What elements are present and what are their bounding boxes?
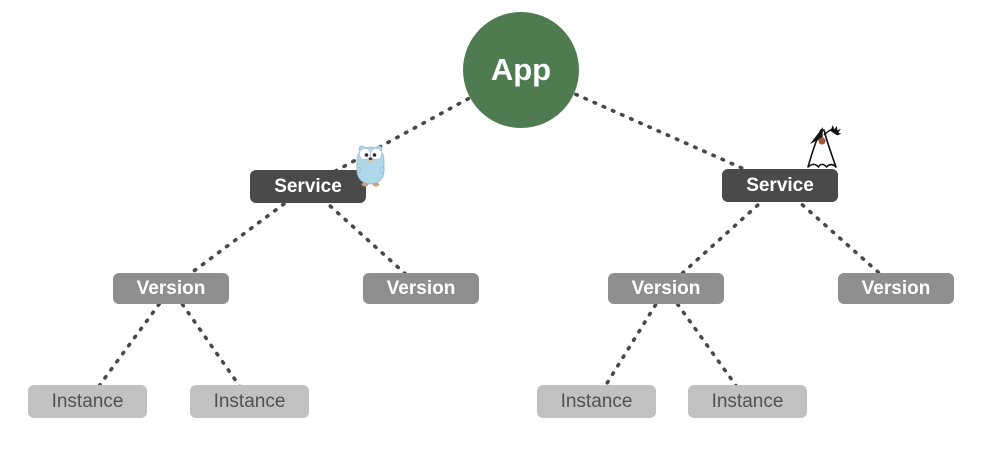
instance-node: Instance <box>28 385 147 418</box>
service-node-go: Service <box>250 170 366 203</box>
version-node: Version <box>363 273 479 304</box>
version-node: Version <box>608 273 724 304</box>
instance-node-label: Instance <box>213 390 286 412</box>
instance-node-label: Instance <box>560 390 633 412</box>
java-duke-icon <box>807 125 842 168</box>
instance-node: Instance <box>688 385 807 418</box>
service-node-label: Service <box>746 174 814 196</box>
edge-version3-instance3 <box>594 286 668 403</box>
version-node-label: Version <box>136 277 206 299</box>
version-node: Version <box>838 273 954 304</box>
edge-serviceL-version1 <box>169 184 310 290</box>
edge-version1-instance1 <box>86 286 173 403</box>
app-node: App <box>463 12 579 128</box>
version-node: Version <box>113 273 229 304</box>
version-node-label: Version <box>386 277 456 299</box>
edge-app-service-right <box>519 68 782 187</box>
instance-node: Instance <box>190 385 309 418</box>
version-node-label: Version <box>631 277 701 299</box>
instance-node: Instance <box>537 385 656 418</box>
instance-node-label: Instance <box>51 390 124 412</box>
version-node-label: Version <box>861 277 931 299</box>
service-node-java: Service <box>722 169 838 202</box>
instance-node-label: Instance <box>711 390 784 412</box>
service-node-label: Service <box>274 175 342 197</box>
edge-version3-instance4 <box>664 286 749 403</box>
edge-serviceR-version4 <box>778 183 898 290</box>
go-gopher-icon <box>356 145 385 187</box>
app-node-label: App <box>490 52 552 87</box>
edge-version1-instance2 <box>169 286 252 403</box>
